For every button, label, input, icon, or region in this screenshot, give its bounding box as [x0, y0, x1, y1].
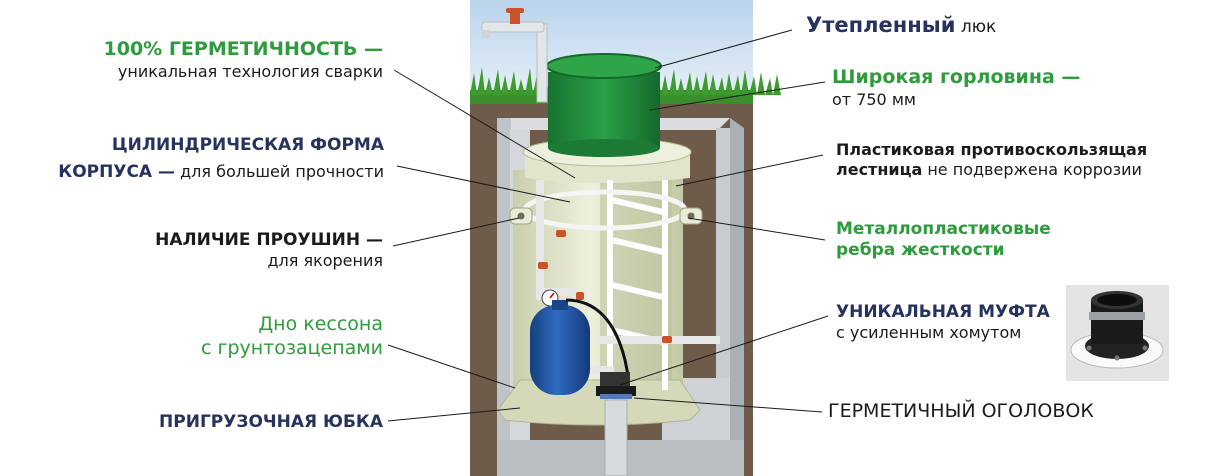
cylinder-title: ЦИЛИНДРИЧЕСКАЯ ФОРМА [111, 135, 384, 155]
label-neck: Широкая горловина — от 750 мм [832, 66, 1080, 110]
label-ladder: Пластиковая противоскользящая лестница н… [836, 140, 1147, 180]
hatch-rest: люк [955, 17, 997, 37]
neck-sub: от 750 мм [832, 89, 916, 109]
coupling-photo-icon [1066, 285, 1169, 381]
skirt-title: ПРИГРУЗОЧНАЯ ЮБКА [159, 412, 383, 432]
hatch-bold: Утепленный [806, 13, 956, 37]
cylinder-sub: для большей прочности [175, 162, 384, 182]
ladder-bold1: Пластиковая противоскользящая [836, 140, 1148, 159]
ladder [607, 180, 668, 390]
neck-title: Широкая горловина — [832, 66, 1081, 88]
label-coupling: УНИКАЛЬНАЯ МУФТА с усиленным хомутом [836, 302, 1050, 343]
label-hermetic: 100% ГЕРМЕТИЧНОСТЬ — уникальная технолог… [104, 38, 383, 82]
lugs-title: НАЛИЧИЕ ПРОУШИН — [155, 230, 383, 250]
coupling-title: УНИКАЛЬНАЯ МУФТА [836, 302, 1050, 322]
cylinder-title2: КОРПУСА — [58, 162, 175, 183]
label-wellhead: ГЕРМЕТИЧНЫЙ ОГОЛОВОК [828, 400, 1094, 424]
leader-lines [387, 29, 829, 422]
pump-icon [596, 372, 636, 399]
lug-left [509, 207, 533, 225]
label-cylinder: ЦИЛИНДРИЧЕСКАЯ ФОРМА КОРПУСА — для больш… [58, 135, 384, 184]
label-bottom: Дно кессона с грунтозацепами [201, 313, 383, 361]
pump-cable [565, 298, 630, 376]
ribs-line2: ребра жесткости [836, 240, 1005, 261]
bottom-title2: с грунтозацепами [200, 336, 383, 359]
insulated-hatch [546, 53, 662, 157]
casing-pipe [604, 399, 628, 476]
ladder-rest: не подвержена коррозии [922, 160, 1142, 179]
lugs-sub: для якорения [267, 251, 383, 271]
label-ribs: Металлопластиковые ребра жесткости [836, 219, 1051, 262]
expansion-tank [530, 300, 590, 395]
coupling-sub: с усиленным хомутом [836, 323, 1022, 343]
hermetic-title: 100% ГЕРМЕТИЧНОСТЬ — [103, 38, 383, 60]
label-hatch: Утепленный люк [806, 12, 996, 38]
lug-right [679, 207, 703, 225]
valves [538, 230, 672, 343]
bottom-title1: Дно кессона [258, 313, 383, 335]
wellhead-title: ГЕРМЕТИЧНЫЙ ОГОЛОВОК [828, 400, 1094, 422]
hermetic-sub: уникальная технология сварки [117, 61, 383, 81]
ladder-bold2: лестница [836, 160, 923, 179]
label-skirt: ПРИГРУЗОЧНАЯ ЮБКА [159, 412, 383, 433]
faucet-icon [481, 8, 548, 103]
label-lugs: НАЛИЧИЕ ПРОУШИН — для якорения [155, 230, 383, 271]
ribs-line1: Металлопластиковые [836, 219, 1051, 239]
